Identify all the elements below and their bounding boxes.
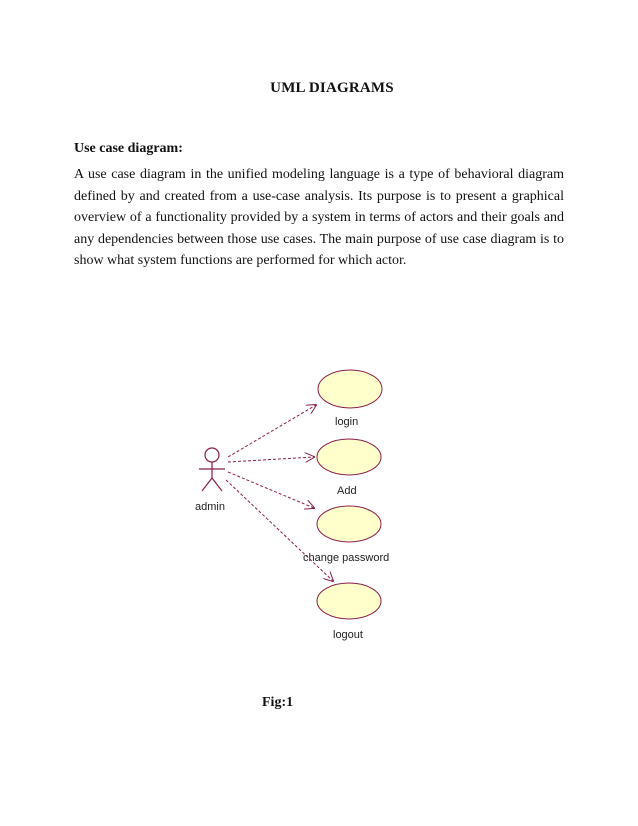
use-case-add: Add bbox=[316, 438, 382, 497]
arrow-to-change-password bbox=[227, 471, 314, 508]
body-paragraph: A use case diagram in the unified modeli… bbox=[74, 167, 564, 268]
use-case-label: login bbox=[335, 416, 358, 428]
stick-figure-icon bbox=[199, 447, 225, 492]
actor-admin: admin bbox=[195, 447, 225, 513]
arrow-to-login bbox=[227, 405, 316, 458]
arrow-to-add bbox=[227, 457, 314, 462]
section-heading: Use case diagram: bbox=[74, 141, 183, 156]
figure-caption: Fig:1 bbox=[262, 695, 294, 710]
use-case-logout: logout bbox=[316, 582, 382, 641]
use-case-label: Add bbox=[337, 485, 357, 497]
use-case-change-password: change password bbox=[303, 505, 389, 564]
use-case-label: change password bbox=[303, 552, 389, 564]
use-case-login: login bbox=[317, 369, 383, 428]
association-arrows bbox=[225, 405, 333, 581]
arrow-to-logout bbox=[225, 479, 333, 581]
use-case-label: logout bbox=[333, 629, 363, 641]
actor-label: admin bbox=[195, 501, 225, 513]
page-title: UML DIAGRAMS bbox=[270, 80, 394, 96]
